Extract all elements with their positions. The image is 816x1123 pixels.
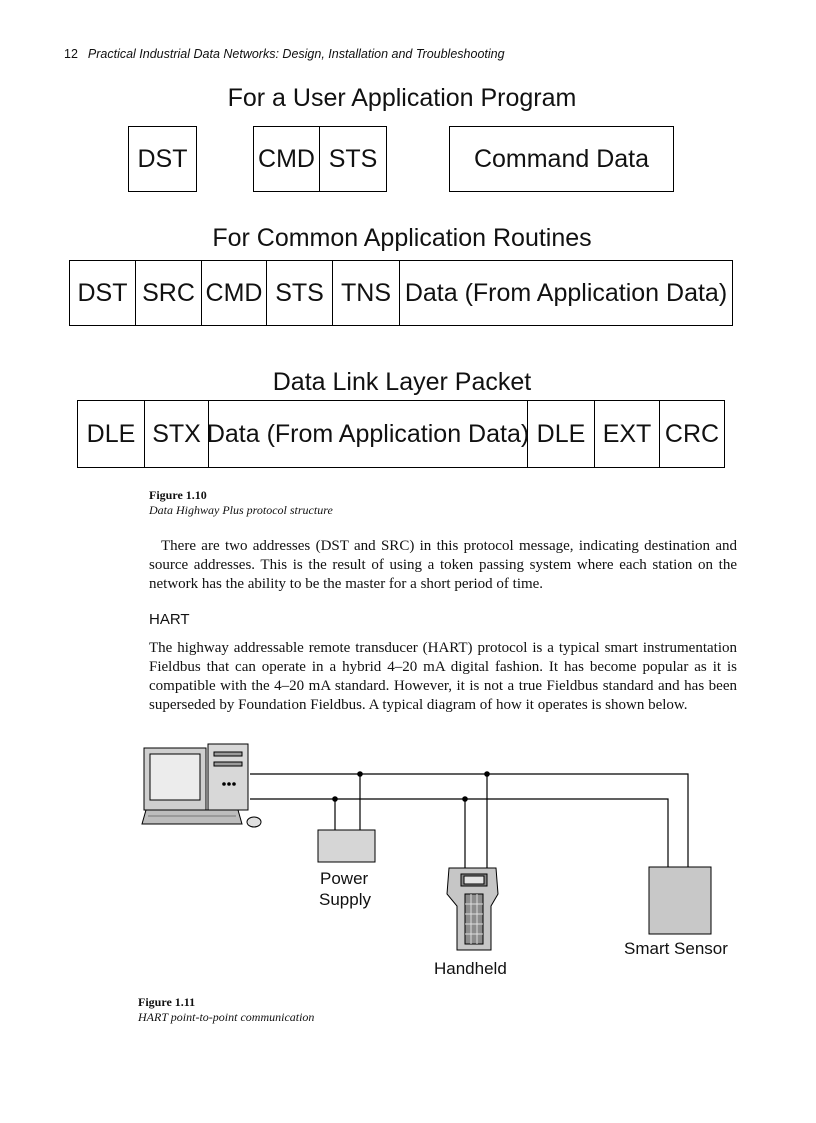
user-dst-field: DST xyxy=(128,126,197,192)
figure-1-11-label: Figure 1.11 xyxy=(138,995,196,1009)
user-cmd-field: CMD xyxy=(254,127,320,191)
common-sts-field: STS xyxy=(267,261,333,325)
page-number: 12 xyxy=(64,47,78,61)
dl-ext-field: EXT xyxy=(595,401,660,467)
data-link-packet: DLE STX Data (From Application Data) DLE… xyxy=(77,400,725,468)
power-supply-box xyxy=(317,829,376,863)
handheld-communicator-icon xyxy=(446,867,499,951)
power-supply-label-line2: Supply xyxy=(319,890,371,909)
common-cmd-field: CMD xyxy=(202,261,267,325)
common-tns-field: TNS xyxy=(333,261,400,325)
user-application-title: For a User Application Program xyxy=(227,84,577,112)
figure-1-10-label: Figure 1.10 xyxy=(149,488,207,502)
common-application-packet: DST SRC CMD STS TNS Data (From Applicati… xyxy=(69,260,733,326)
common-src-field: SRC xyxy=(136,261,202,325)
dl-dle2-field: DLE xyxy=(528,401,595,467)
common-dst-field: DST xyxy=(70,261,136,325)
lower-loop-wire xyxy=(250,798,669,880)
junction-dot xyxy=(357,771,363,777)
paragraph-addresses: There are two addresses (DST and SRC) in… xyxy=(149,538,737,592)
junction-dot xyxy=(332,796,338,802)
user-command-data-field: Command Data xyxy=(449,126,674,192)
wiring xyxy=(250,773,689,880)
user-cmd-sts-group: CMD STS xyxy=(253,126,387,192)
dl-dle-field: DLE xyxy=(78,401,145,467)
common-application-title: For Common Application Routines xyxy=(212,224,592,252)
junction-dot xyxy=(484,771,490,777)
handheld-label: Handheld xyxy=(434,959,507,978)
figure-1-10-caption: Data Highway Plus protocol structure xyxy=(149,503,333,517)
smart-sensor-box xyxy=(648,866,712,935)
power-supply-label-line1: Power xyxy=(320,869,369,888)
dl-stx-field: STX xyxy=(145,401,209,467)
book-title: Practical Industrial Data Networks: Desi… xyxy=(87,47,505,61)
junction-dots xyxy=(332,771,490,802)
paragraph-hart: The highway addressable remote transduce… xyxy=(149,640,737,713)
figure-1-11-caption: HART point-to-point communication xyxy=(138,1010,315,1024)
dl-data-field: Data (From Application Data) xyxy=(207,401,529,467)
smart-sensor-label: Smart Sensor xyxy=(624,939,728,958)
running-header: 12 Practical Industrial Data Networks: De… xyxy=(64,47,505,61)
junction-dot xyxy=(462,796,468,802)
common-data-field: Data (From Application Data) xyxy=(404,278,728,307)
dl-crc-field: CRC xyxy=(664,419,720,448)
data-link-title: Data Link Layer Packet xyxy=(272,368,532,396)
upper-loop-wire xyxy=(250,773,689,880)
hart-diagram xyxy=(141,743,712,951)
user-sts-field: STS xyxy=(328,144,378,173)
computer-icon xyxy=(141,743,262,828)
section-heading-hart: HART xyxy=(149,611,190,628)
